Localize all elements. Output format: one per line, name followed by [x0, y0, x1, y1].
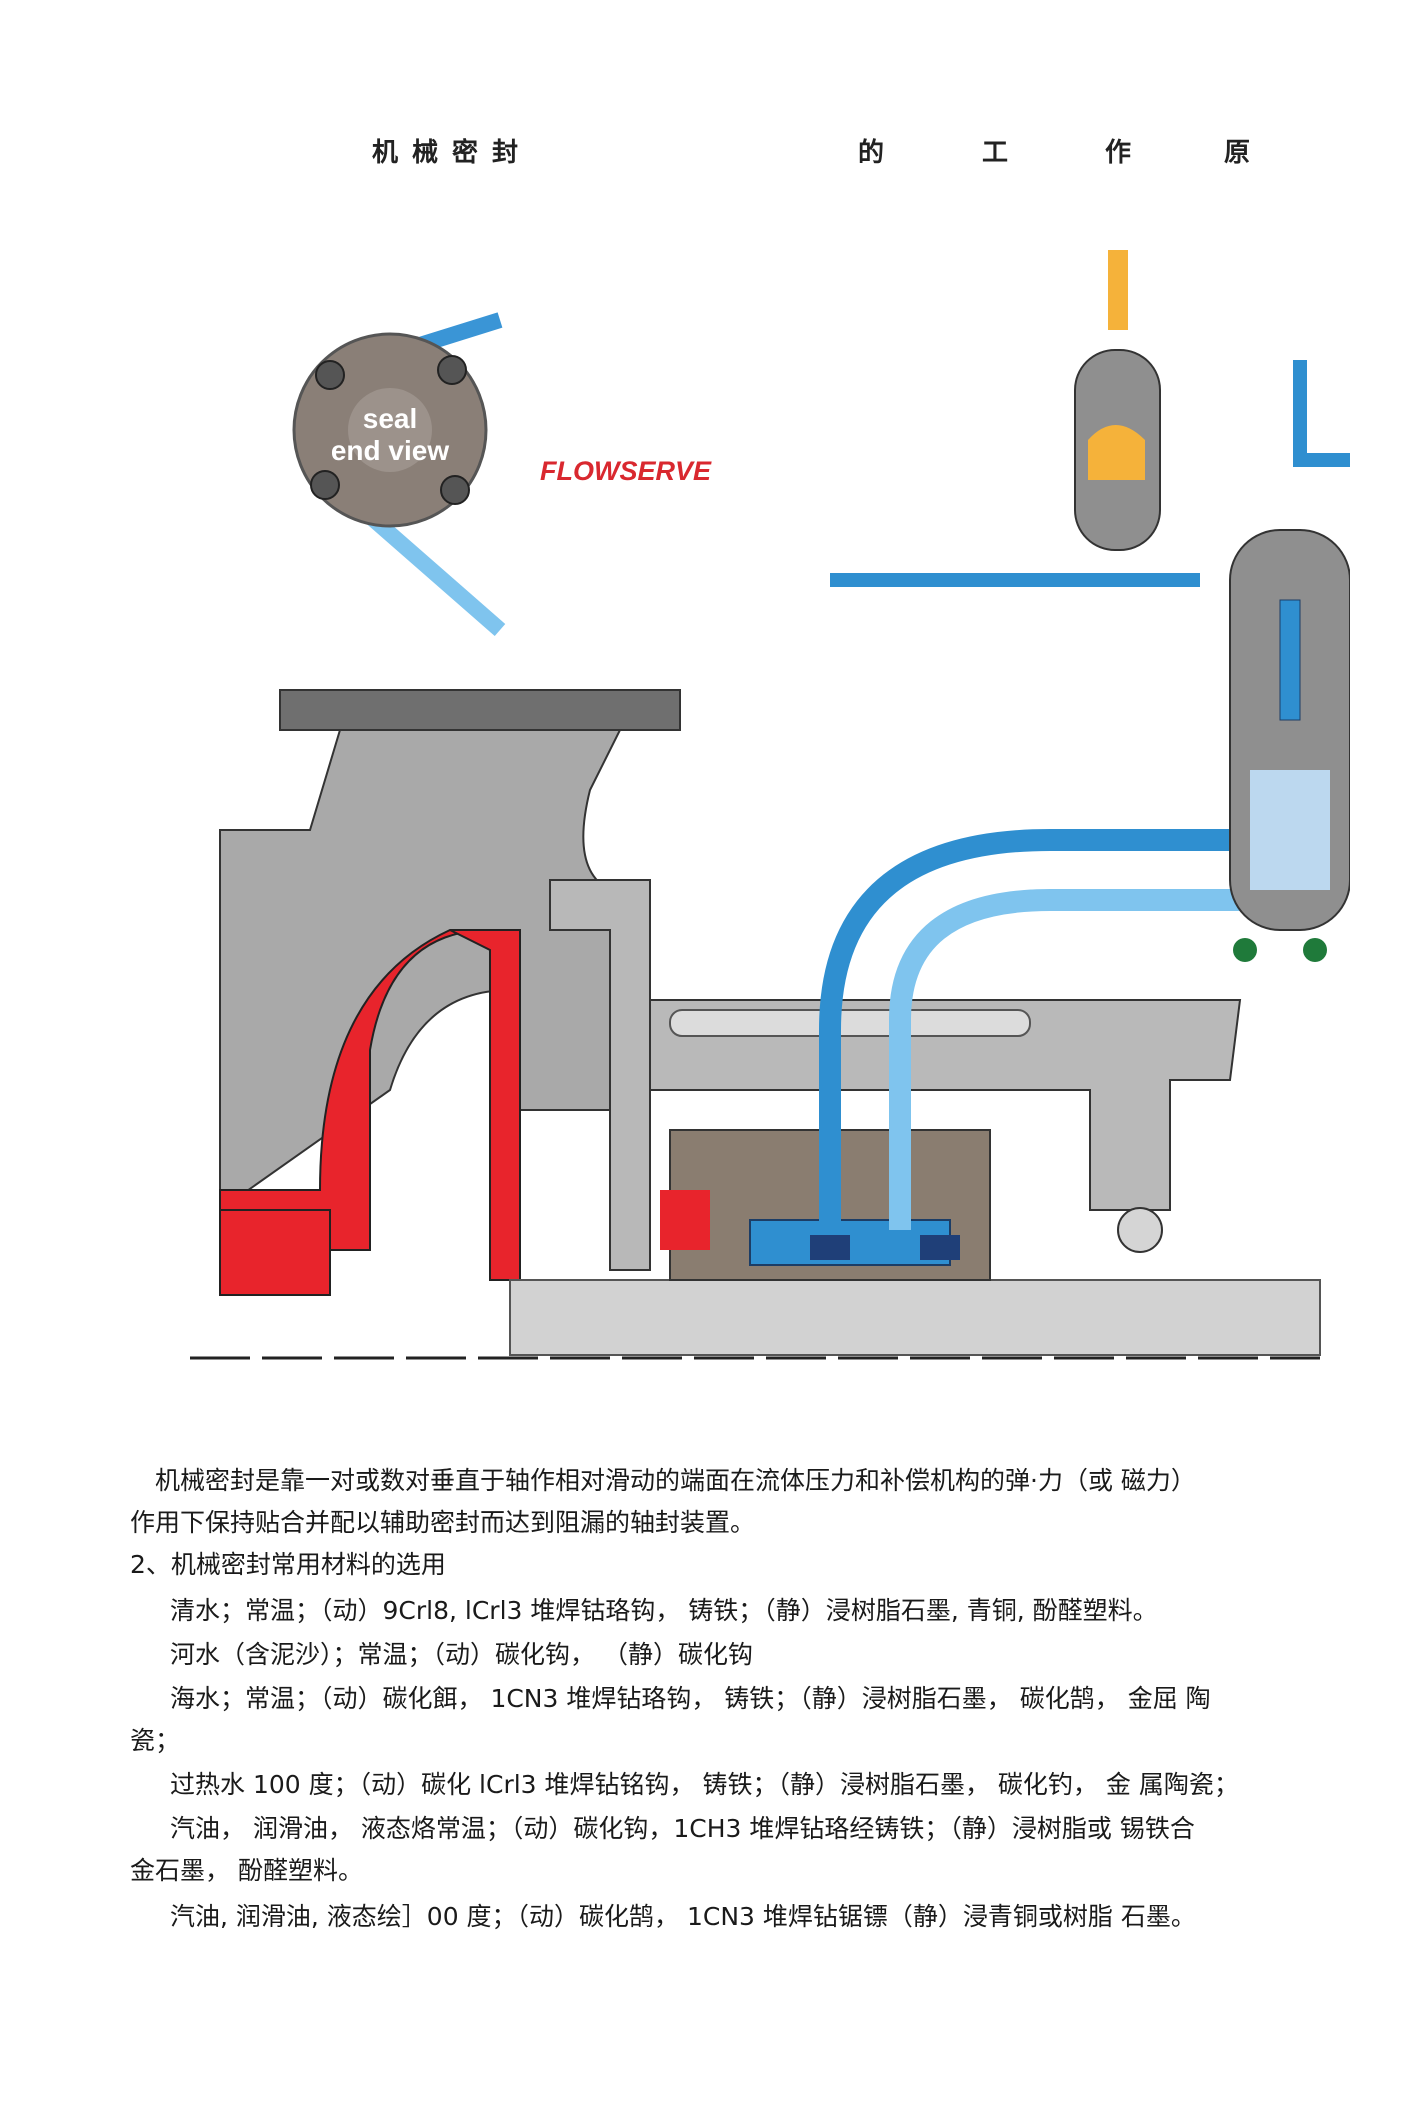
end-view-label: end view: [331, 435, 449, 466]
material-item-5-line1: 汽油， 润滑油， 液态烙常温；（动）碳化钩，1CH3 堆焊钻珞经铸铁；（静）浸树…: [170, 1814, 1195, 1843]
seal-end-view: seal end view: [292, 312, 506, 637]
reservoir: [1074, 250, 1161, 551]
title-word-de: 的: [858, 138, 899, 168]
material-item-6: 汽油, 润滑油, 液态绘］00 度；（动）碳化鹄， 1CN3 堆焊钻锯镖（静）浸…: [170, 1902, 1196, 1931]
pump-casing: [219, 689, 681, 1296]
material-item-5-line2: 金石墨， 酚醛塑料。: [130, 1856, 363, 1885]
title-word-zuo: 作: [1105, 138, 1146, 168]
title-part1: 机械密封: [372, 138, 533, 168]
flush-piping: [819, 360, 1350, 1230]
material-item-2: 河水（含泥沙）；常温；（动）碳化钩， （静）碳化钩: [170, 1640, 753, 1669]
para1-line1: 机械密封是靠一对或数对垂直于轴作相对滑动的端面在流体压力和补偿机构的弹·力（或 …: [155, 1466, 1196, 1495]
heat-exchanger: [1229, 529, 1350, 962]
material-item-3-line1: 海水；常温；（动）碳化餌， 1CN3 堆焊钻珞钩， 铸铁；（静）浸树脂石墨， 碳…: [170, 1684, 1211, 1713]
section-heading-2: 2、机械密封常用材料的选用: [130, 1550, 446, 1579]
mechanical-seal-diagram: seal end view FLOWSERVE: [190, 250, 1350, 1360]
para1-line2: 作用下保持贴合并配以辅助密封而达到阻漏的轴封装置。: [130, 1508, 756, 1537]
title-word-yuan: 原: [1224, 138, 1265, 168]
material-item-3-line2: 瓷；: [130, 1726, 181, 1755]
title-word-gong: 工: [982, 138, 1023, 168]
material-item-4: 过热水 100 度；（动）碳化 lCrl3 堆焊钻铭钩， 铸铁；（静）浸树脂石墨…: [170, 1770, 1239, 1799]
bearing-bracket: [649, 999, 1242, 1253]
shaft: [509, 1279, 1321, 1356]
seal-label: seal: [363, 403, 418, 434]
brand-logo: FLOWSERVE: [540, 456, 712, 486]
material-item-1: 清水；常温；（动）9Crl8, lCrl3 堆焊钴珞钩， 铸铁；（静）浸树脂石墨…: [170, 1596, 1158, 1625]
